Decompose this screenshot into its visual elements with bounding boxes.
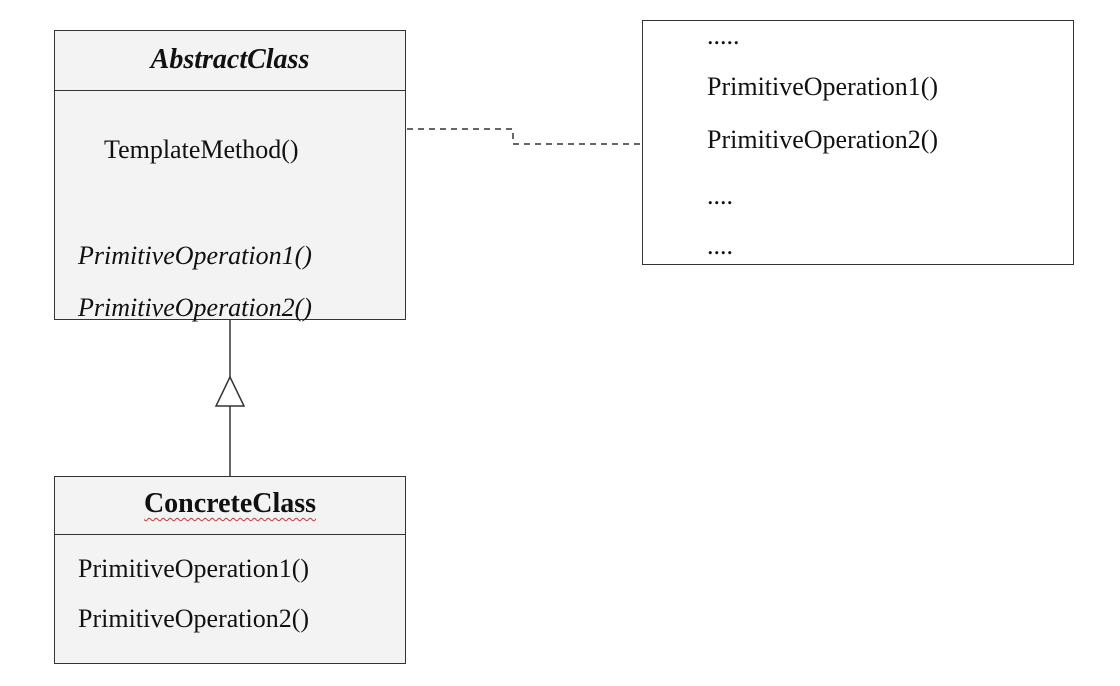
template-method-label: TemplateMethod() — [104, 135, 299, 164]
abstract-operation-1: PrimitiveOperation1() — [78, 241, 312, 270]
note-dashed-connector — [385, 128, 642, 145]
note-operation-2: PrimitiveOperation2() — [707, 125, 939, 154]
note-box: ..... PrimitiveOperation1() PrimitiveOpe… — [642, 20, 1074, 265]
inheritance-arrowhead — [214, 375, 246, 407]
abstract-class-name: AbstractClass — [55, 31, 405, 91]
concrete-class-header: ConcreteClass — [55, 477, 405, 535]
abstract-operation-2: PrimitiveOperation2() — [78, 293, 312, 322]
abstract-class-box: AbstractClass TemplateMethod() Primitive… — [54, 30, 406, 322]
note-ellipsis-middle: .... — [707, 181, 733, 210]
concrete-class-box: ConcreteClass PrimitiveOperation1() Prim… — [54, 476, 406, 664]
note-ellipsis-top: ..... — [707, 21, 740, 50]
note-ellipsis-bottom: .... — [707, 231, 733, 260]
concrete-operation-2: PrimitiveOperation2() — [78, 604, 310, 633]
concrete-class-name: ConcreteClass — [143, 488, 317, 519]
concrete-operation-1: PrimitiveOperation1() — [78, 554, 310, 583]
note-operation-1: PrimitiveOperation1() — [707, 72, 939, 101]
